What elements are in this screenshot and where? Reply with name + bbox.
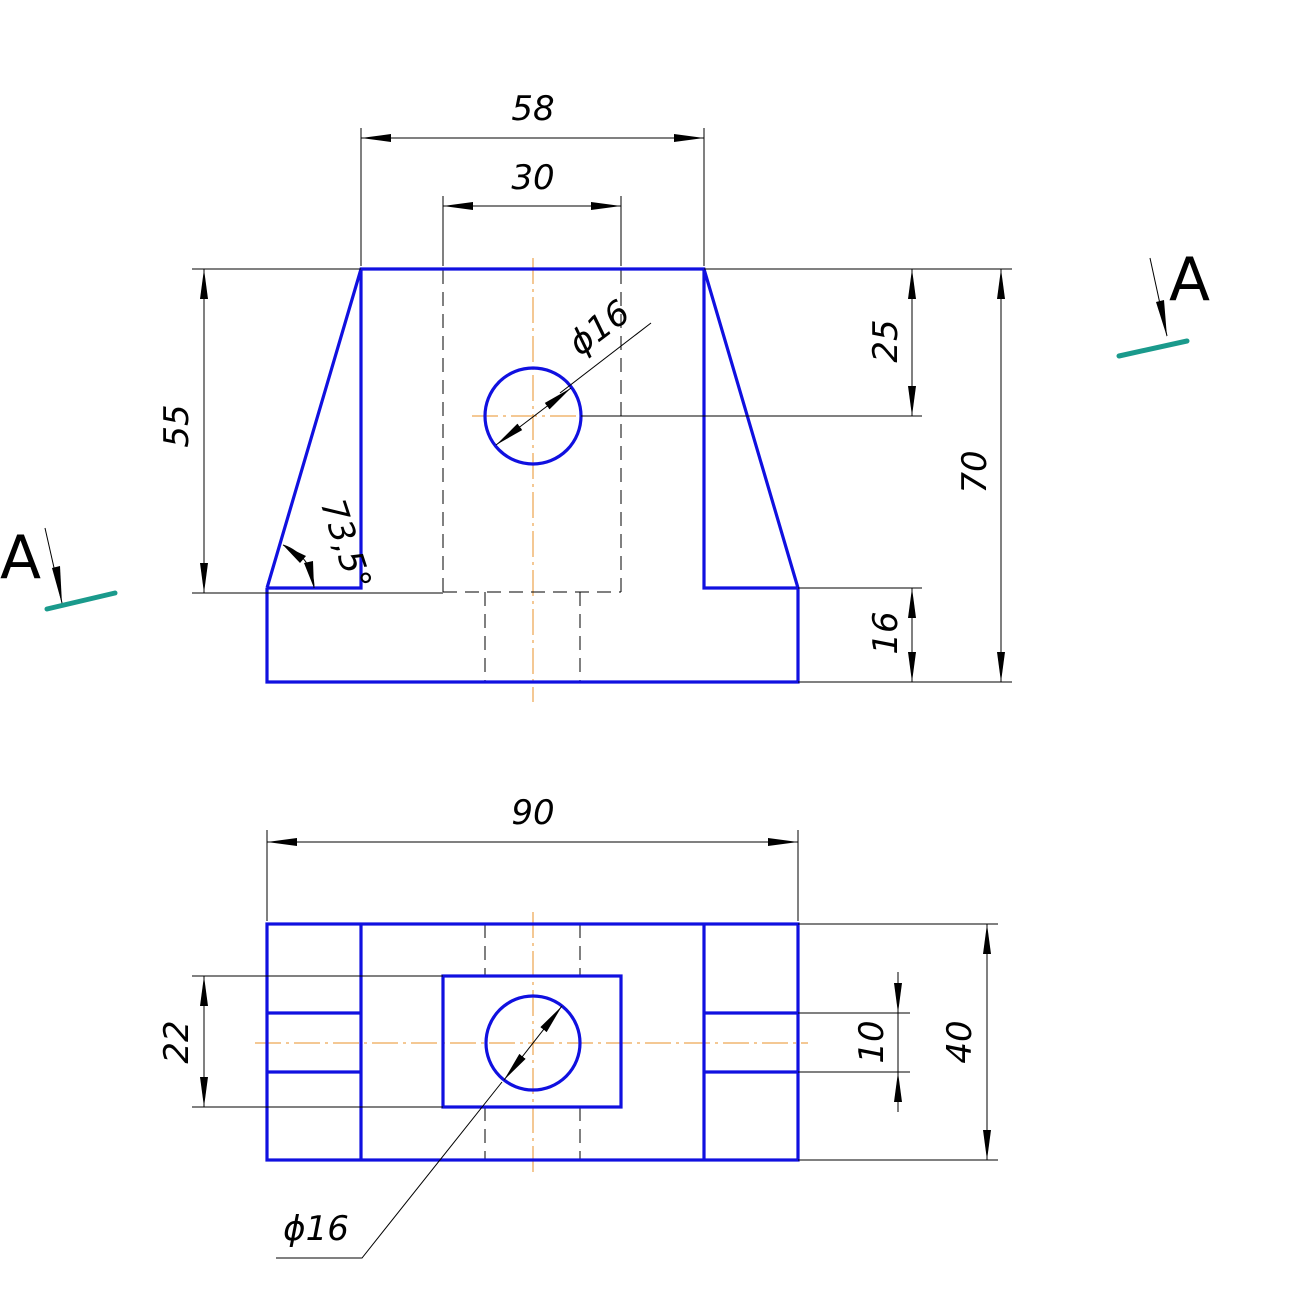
dim-text-front-dia: ϕ16 (561, 292, 638, 363)
section-mark-right: A (1116, 245, 1210, 359)
top-hidden-lines (484, 924, 581, 1160)
top-slot-rect (441, 974, 623, 1109)
dim-text-55: 55 (157, 404, 197, 447)
dim-text-70: 70 (955, 450, 995, 493)
top-dia-leader (276, 1081, 503, 1259)
section-label-left: A (0, 523, 41, 593)
top-hole-circle (484, 994, 582, 1092)
dim-text-angle: 73,5° (312, 494, 379, 595)
front-dia-leader (559, 322, 652, 394)
front-extension-lines (192, 128, 1012, 683)
front-dia-dimline (495, 387, 572, 446)
section-mark-left: A (0, 523, 118, 612)
top-view: 90 22 10 40 ϕ16 (157, 793, 998, 1259)
dim-text-40: 40 (940, 1020, 980, 1063)
dim-text-90: 90 (511, 793, 554, 833)
top-dia-dimline (503, 1005, 563, 1081)
front-view: 58 30 55 25 70 16 ϕ16 73,5° (157, 89, 1012, 702)
dim-text-10: 10 (852, 1020, 892, 1063)
dim-text-top-dia: ϕ16 (283, 1209, 349, 1249)
dim-text-16: 16 (866, 611, 906, 654)
dim-text-22: 22 (157, 1020, 197, 1063)
top-extension-lines (192, 830, 998, 1161)
front-hidden-lines (442, 270, 622, 682)
section-label-right: A (1169, 245, 1210, 315)
top-outline (265, 922, 800, 1162)
dim-text-58: 58 (511, 89, 554, 129)
dim-text-25: 25 (866, 319, 906, 362)
dim-text-30: 30 (511, 158, 554, 198)
